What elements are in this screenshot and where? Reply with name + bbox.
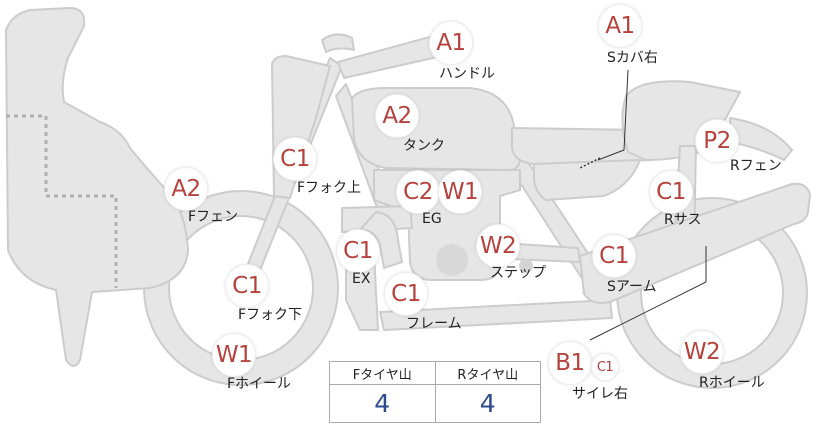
engine-cover-circle: [436, 244, 468, 276]
badge-silencer-b1[interactable]: B1: [548, 341, 592, 385]
swing-arm-shape: [579, 182, 811, 304]
front-tread-value[interactable]: 4: [329, 384, 436, 423]
step-peg-circle: [519, 259, 533, 273]
badge-engine-c2[interactable]: C2: [396, 170, 440, 214]
silencer-pointer-line: [589, 246, 707, 341]
badge-exhaust[interactable]: C1: [336, 229, 380, 273]
handlebar-shape: [321, 33, 355, 53]
label-rear-wheel: Rホイール: [699, 375, 765, 391]
badge-tank[interactable]: A2: [375, 94, 419, 138]
badge-rear-sus[interactable]: C1: [649, 170, 693, 214]
rear-tread-header: Rタイヤ山: [434, 361, 541, 385]
label-rear-sus: Rサス: [664, 212, 702, 228]
frame-bottom-shape: [379, 299, 613, 331]
badge-rear-wheel[interactable]: W2: [680, 330, 724, 374]
badge-silencer-c1[interactable]: C1: [591, 353, 619, 381]
label-handle: ハンドル: [439, 66, 495, 82]
rear-fender-shape: [729, 117, 793, 161]
badge-front-fender[interactable]: A2: [164, 167, 208, 211]
badge-frame[interactable]: C1: [384, 272, 428, 316]
badge-swing-arm[interactable]: C1: [592, 234, 636, 278]
badge-handle[interactable]: A1: [429, 21, 473, 65]
badge-fork-lower[interactable]: C1: [225, 264, 269, 308]
label-front-fender: Fフェン: [188, 209, 239, 225]
label-front-wheel: Fホイール: [227, 376, 292, 392]
badge-step[interactable]: W2: [476, 224, 520, 268]
label-swing-arm: Sアーム: [607, 279, 657, 295]
label-exhaust: EX: [352, 271, 371, 287]
cowl-dotted-line: [6, 114, 118, 288]
label-rear-fender: Rフェン: [730, 158, 782, 174]
label-side-cover-r: Sカバ右: [607, 50, 658, 66]
front-tread-header: Fタイヤ山: [329, 361, 436, 385]
label-fork-lower: Fフォク下: [238, 307, 303, 323]
cowl-shape: [5, 7, 189, 367]
side-cover-shape: [533, 159, 641, 201]
rear-tread-value[interactable]: 4: [434, 384, 541, 423]
label-fork-upper: Fフォク上: [297, 180, 362, 196]
badge-front-wheel[interactable]: W1: [212, 333, 256, 377]
badge-rear-fender[interactable]: P2: [695, 119, 739, 163]
label-tank: タンク: [403, 138, 445, 154]
label-frame: フレーム: [406, 316, 462, 332]
side-cover-pointer-line: [597, 69, 629, 161]
label-step: ステップ: [490, 265, 546, 281]
tank-shape: [351, 87, 521, 171]
tire-tread-table: Fタイヤ山 Rタイヤ山 4 4: [329, 361, 541, 423]
label-silencer-r: サイレ右: [572, 386, 628, 402]
badge-fork-upper[interactable]: C1: [273, 137, 317, 181]
badge-engine-w1[interactable]: W1: [438, 170, 482, 214]
label-engine: EG: [422, 211, 442, 227]
badge-side-cover-r[interactable]: A1: [598, 4, 642, 48]
